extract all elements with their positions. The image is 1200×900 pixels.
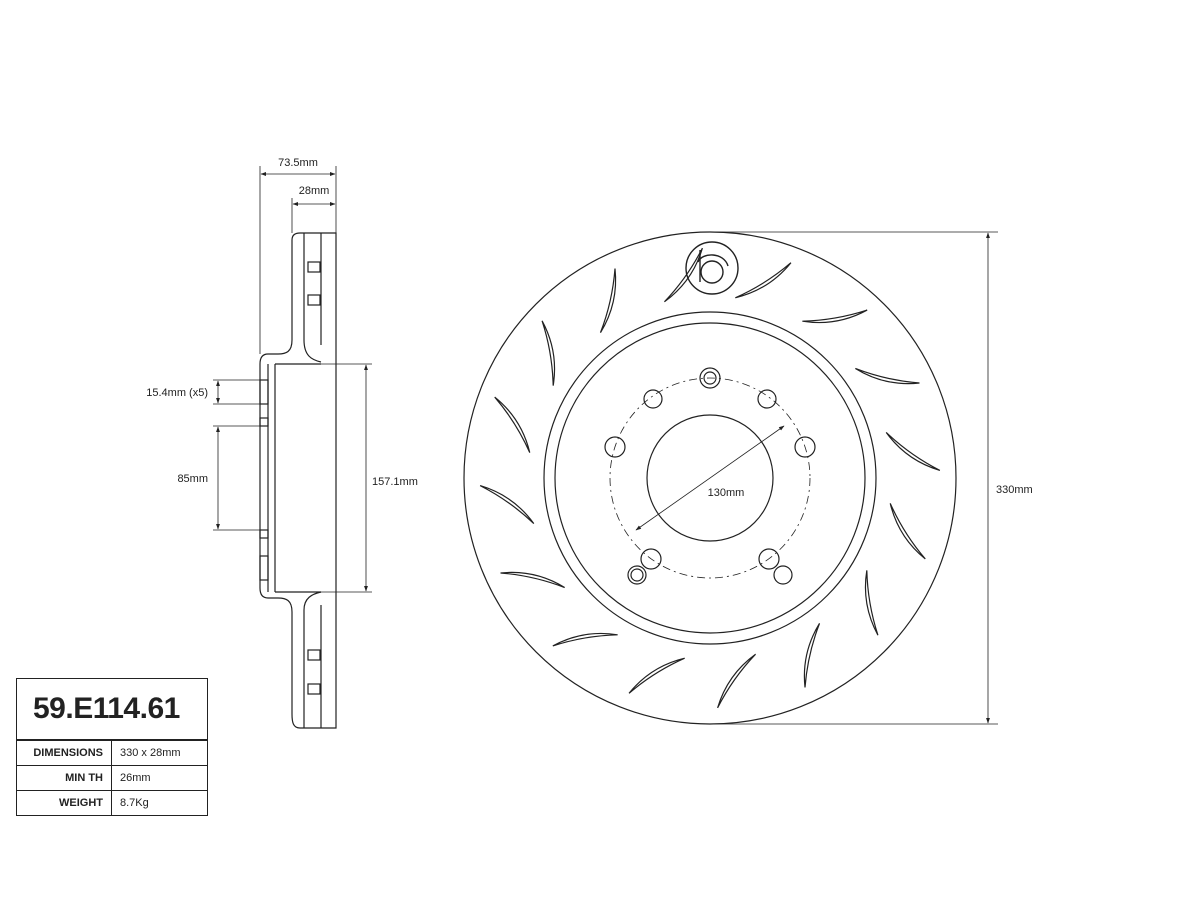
cross-slot	[479, 485, 535, 525]
bolt-holes	[604, 367, 816, 570]
disc-outer-profile	[259, 232, 337, 729]
dimension-pcd	[635, 425, 785, 531]
overall-width-label: 73.5mm	[278, 157, 318, 169]
cross-slot	[494, 396, 531, 453]
cross-slot	[500, 571, 565, 589]
outer-diameter-label: 330mm	[996, 484, 1033, 496]
cross-slot	[735, 262, 792, 299]
cross-slot	[717, 653, 757, 709]
cross-slots	[479, 247, 941, 709]
friction-ring-inner-edge	[543, 311, 877, 645]
part-number: 59.E114.61	[17, 679, 207, 740]
cross-slot	[599, 268, 617, 333]
hat-outer-edge	[554, 322, 866, 634]
vane-slots	[307, 261, 321, 695]
dimension-outer-diameter	[710, 231, 998, 725]
pitch-circle	[609, 377, 811, 579]
spec-value: 330 x 28mm	[120, 747, 181, 759]
spec-card: 59.E114.61 DIMENSIONS 330 x 28mm MIN TH …	[16, 678, 208, 816]
dimension-hat-diameter	[321, 363, 372, 593]
cross-slot	[802, 309, 868, 324]
center-bore-label: 85mm	[177, 473, 208, 485]
cross-slot	[663, 247, 703, 303]
disc-thickness-label: 28mm	[299, 185, 330, 197]
hat-diameter-label: 157.1mm	[372, 476, 418, 488]
spec-label: MIN TH	[17, 766, 112, 790]
spec-label: DIMENSIONS	[17, 741, 112, 765]
hat-transition-top	[303, 339, 322, 363]
spec-row-dimensions: DIMENSIONS 330 x 28mm	[17, 740, 207, 765]
cross-slot	[628, 657, 685, 694]
spec-value: 26mm	[120, 772, 151, 784]
dimension-center-bore	[213, 425, 260, 531]
spec-row-weight: WEIGHT 8.7Kg	[17, 790, 207, 815]
hat-transition-bottom	[303, 591, 322, 611]
spec-value: 8.7Kg	[120, 797, 149, 809]
dimension-disc-thickness	[291, 198, 336, 233]
spec-label: WEIGHT	[17, 791, 112, 815]
bolt-hole-label: 15.4mm (x5)	[146, 387, 208, 399]
cross-slot	[803, 623, 821, 688]
dimension-bolt-hole	[213, 379, 260, 405]
cross-slot	[552, 632, 618, 647]
spec-row-min-th: MIN TH 26mm	[17, 765, 207, 790]
cross-slot	[864, 570, 879, 636]
cross-slot	[541, 320, 556, 386]
dimension-overall-width	[259, 166, 337, 354]
cross-slot	[885, 431, 941, 471]
cross-slot	[889, 503, 926, 560]
cross-slot	[855, 367, 920, 385]
brembo-logo-icon	[685, 241, 739, 295]
side-profile-view	[259, 232, 337, 729]
pcd-label: 130mm	[708, 487, 745, 499]
mounting-holes-profile	[259, 379, 269, 581]
locating-holes	[627, 371, 793, 585]
